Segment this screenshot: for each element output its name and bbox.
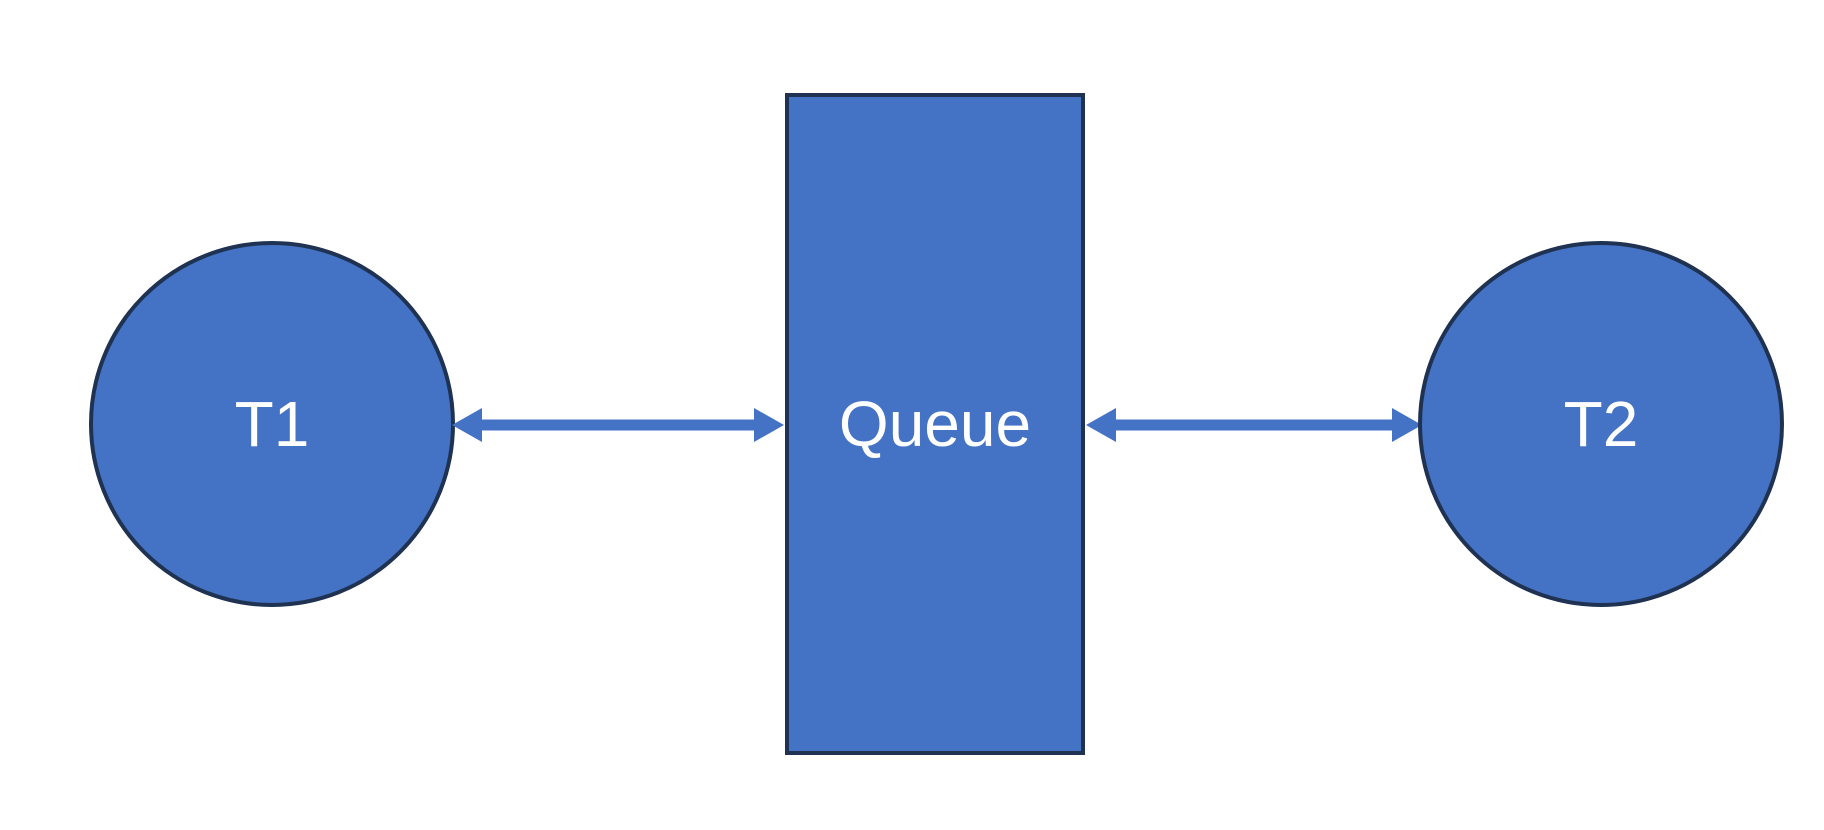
node-t1-label: T1 [234,388,310,460]
node-t2-label: T2 [1563,388,1639,460]
bidirectional-arrow-queue-t2 [1086,407,1422,443]
double-arrow-icon [452,408,784,442]
node-queue-label: Queue [838,388,1032,460]
node-thread-t1: T1 [89,241,455,607]
node-thread-t2: T2 [1418,241,1784,607]
double-arrow-icon [1086,408,1422,442]
node-queue: Queue [785,93,1085,755]
bidirectional-arrow-t1-queue [452,407,784,443]
